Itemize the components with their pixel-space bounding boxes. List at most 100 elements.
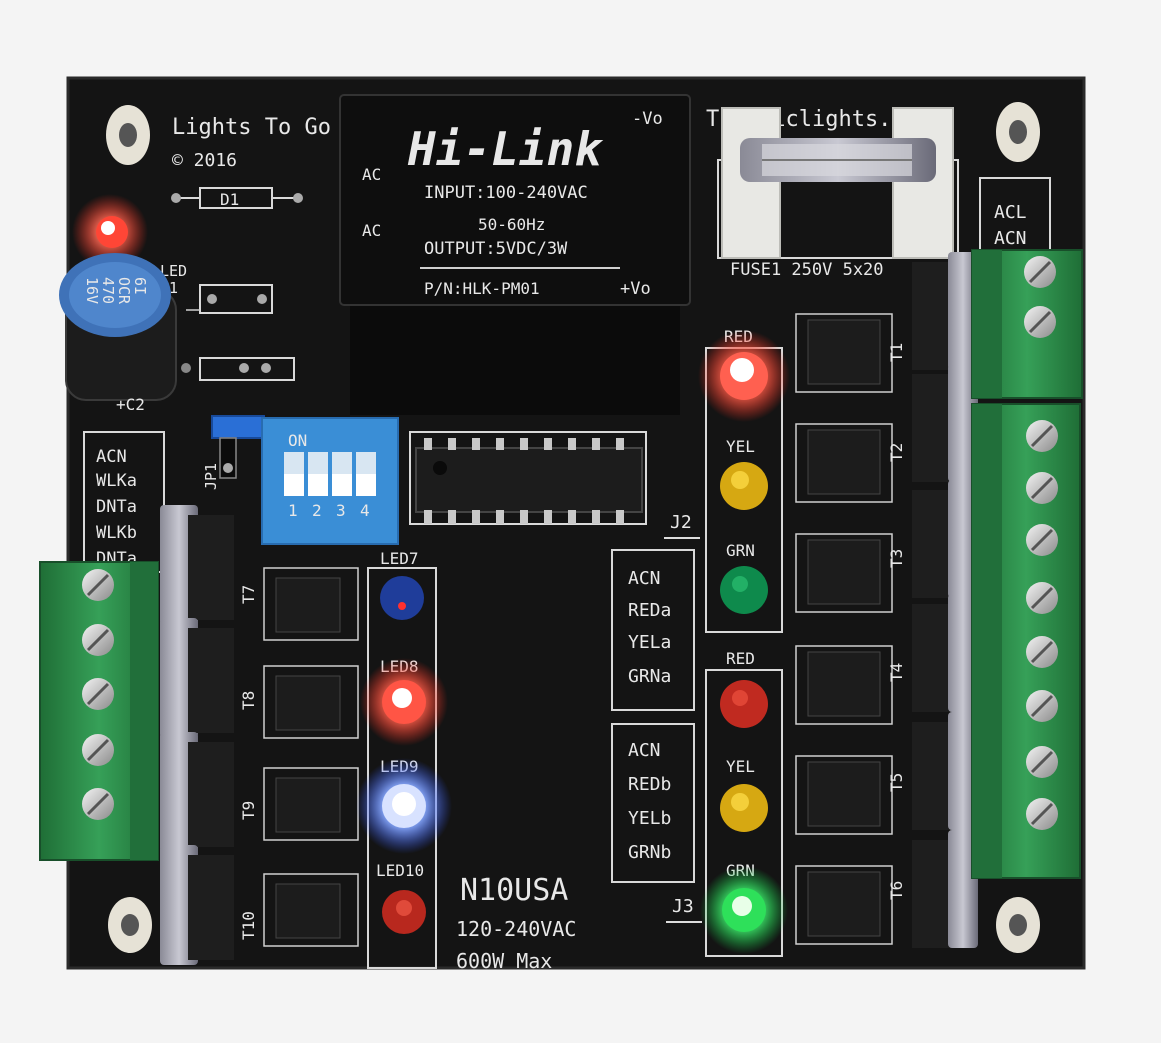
right-screw-7 <box>1026 746 1058 778</box>
standoff-top-left <box>106 105 150 165</box>
led8-red-on <box>360 658 448 746</box>
triac-t10-label: T10 <box>239 911 258 940</box>
fuse-holder: FUSE1 250V 5x20 <box>717 107 959 280</box>
cap-text-line4: 16V <box>83 277 101 304</box>
psu-minus-vo: -Vo <box>632 109 663 129</box>
copyright-text: © 2016 <box>172 150 237 171</box>
led10-label: LED10 <box>376 861 424 880</box>
right-screw-2 <box>1026 472 1058 504</box>
right-screw-1 <box>1026 420 1058 452</box>
triac-t5-label: T5 <box>887 773 906 792</box>
acn-top-label: ACN <box>994 228 1027 249</box>
right-top-terminal-block <box>971 249 1083 399</box>
left-screw-1 <box>82 569 114 601</box>
c2-label: +C2 <box>116 395 145 414</box>
left-label-4: WLKb <box>96 523 137 543</box>
left-label-3: DNTa <box>96 497 137 517</box>
diode-d1: D1 <box>171 187 303 209</box>
box-a-label-2: REDa <box>628 600 671 621</box>
dip-on-label: ON <box>288 431 307 450</box>
left-label-1: ACN <box>96 447 127 467</box>
right-screw-8 <box>1026 798 1058 830</box>
pedestrian-led-column: LED7 LED8 LED9 LED10 <box>356 549 452 969</box>
hi-link-power-module: Hi-Link -Vo AC AC INPUT:100-240VAC 50-60… <box>339 94 691 415</box>
right-optocouplers <box>795 313 893 945</box>
standoff-bottom-right <box>996 897 1040 953</box>
box-a-label-1: ACN <box>628 568 661 589</box>
triac-t4-label: T4 <box>887 663 906 682</box>
right-triacs: T1 T2 T3 T4 T5 T6 <box>887 252 978 948</box>
yel-a-label: YEL <box>726 437 755 456</box>
right-main-terminal-block <box>971 403 1081 879</box>
cap-text-line2: OCR <box>115 277 133 305</box>
yel-b-led-off <box>720 784 768 832</box>
left-screw-5 <box>82 788 114 820</box>
red-b-label: RED <box>726 649 755 668</box>
traffic-light-b: RED YEL GRN <box>700 649 788 957</box>
box-b-label-4: GRNb <box>628 842 671 863</box>
grn-a-led-off <box>720 566 768 614</box>
power-rating: 600W Max <box>456 949 552 973</box>
box-b-label-3: YELb <box>628 808 671 829</box>
standoff-bottom-left <box>108 897 152 953</box>
traffic-light-a: RED YEL GRN <box>698 327 790 633</box>
right-screw-3 <box>1026 524 1058 556</box>
standoff-top-right <box>996 102 1040 162</box>
psu-frequency: 50-60Hz <box>478 215 545 234</box>
signal-a-labels: ACN REDa YELa GRNa <box>611 549 695 711</box>
box-a-label-3: YELa <box>628 632 671 653</box>
cap-text-line1: 6I <box>131 277 149 295</box>
triac-t1-label: T1 <box>887 343 906 362</box>
capacitor-c2: 6I OCR 470 16V +C2 <box>59 253 177 414</box>
led9-blue-on <box>356 758 452 854</box>
right-screw-6 <box>1026 690 1058 722</box>
box-b-label-1: ACN <box>628 740 661 761</box>
left-optocouplers <box>263 567 359 947</box>
psu-part-number: P/N:HLK-PM01 <box>424 279 540 298</box>
triac-t2-label: T2 <box>887 443 906 462</box>
psu-output: OUTPUT:5VDC/3W <box>424 239 568 259</box>
yel-a-led-off <box>720 462 768 510</box>
dip-number-2: 2 <box>312 501 322 520</box>
left-label-2: WLKa <box>96 471 137 491</box>
j3-label: J3 <box>672 896 694 917</box>
psu-input: INPUT:100-240VAC <box>424 183 588 203</box>
led11-label: LED <box>160 262 187 280</box>
acl-label: ACL <box>994 202 1027 223</box>
jumper-jp1: JP1 <box>202 415 265 490</box>
psu-plus-vo: +Vo <box>620 279 651 299</box>
psu-ac-2: AC <box>362 221 381 240</box>
triac-t7-label: T7 <box>239 585 258 604</box>
triac-t6-label: T6 <box>887 881 906 900</box>
brand-left-text: Lights To Go <box>172 115 331 140</box>
dip-switch: ON 1 2 3 4 <box>261 417 399 545</box>
fuse-label: FUSE1 250V 5x20 <box>730 260 884 280</box>
top-screw-2 <box>1024 306 1056 338</box>
top-screw-1 <box>1024 256 1056 288</box>
left-terminal-block <box>39 561 159 861</box>
box-a-label-4: GRNa <box>628 666 671 687</box>
cap-text-line3: 470 <box>99 277 117 304</box>
left-screw-4 <box>82 734 114 766</box>
signal-b-labels: ACN REDb YELb GRNb <box>611 723 695 883</box>
dip-number-1: 1 <box>288 501 298 520</box>
red-b-led-off <box>720 680 768 728</box>
right-screw-5 <box>1026 636 1058 668</box>
left-screw-2 <box>82 624 114 656</box>
red-a-led-on <box>698 330 790 422</box>
left-screw-3 <box>82 678 114 710</box>
component-footprint-upper <box>186 284 273 314</box>
triac-t3-label: T3 <box>887 549 906 568</box>
right-screw-4 <box>1026 582 1058 614</box>
led7-label: LED7 <box>380 549 419 568</box>
dip-number-4: 4 <box>360 501 370 520</box>
model-name: N10USA <box>460 873 568 908</box>
psu-ac-1: AC <box>362 165 381 184</box>
led10-red-off <box>382 890 426 934</box>
grn-b-led-on <box>700 866 788 954</box>
psu-brand: Hi-Link <box>407 122 604 176</box>
dip-number-3: 3 <box>336 501 346 520</box>
box-b-label-2: REDb <box>628 774 671 795</box>
